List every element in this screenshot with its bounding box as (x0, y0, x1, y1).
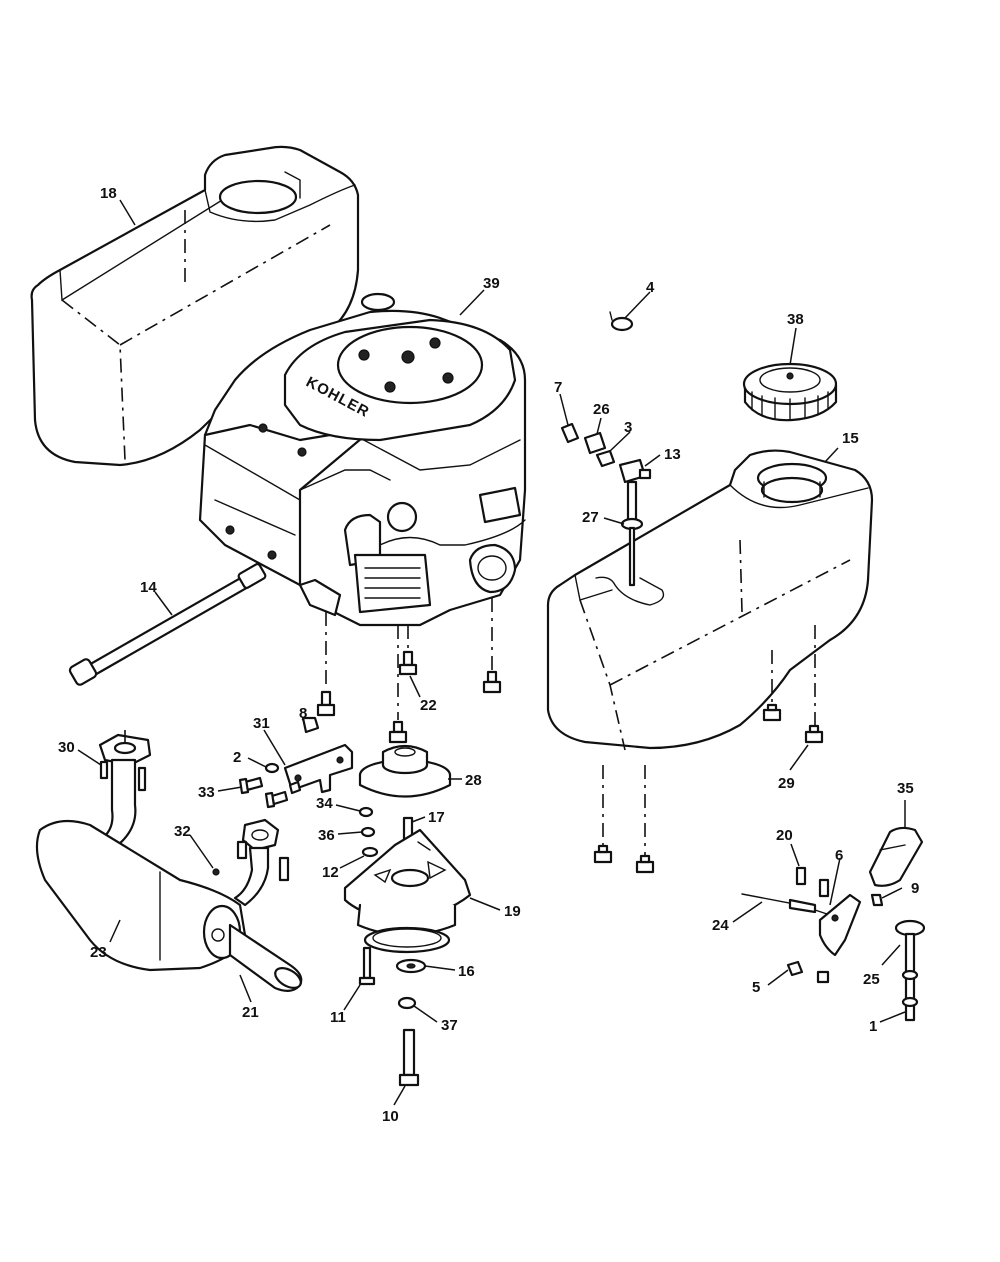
bolt (238, 776, 264, 795)
callout-5: 5 (752, 979, 760, 996)
callout-10: 10 (382, 1108, 399, 1125)
callout-2: 2 (233, 749, 241, 766)
fuel-tank-right (546, 449, 874, 751)
mounting-bracket (283, 743, 354, 794)
fuel-tank-left (30, 145, 360, 467)
callout-17: 17 (428, 809, 445, 826)
screw (818, 878, 830, 898)
callout-1: 1 (869, 1018, 877, 1035)
engine-bolt (398, 650, 418, 676)
callout-31: 31 (253, 715, 270, 732)
washer (361, 846, 379, 858)
nut (301, 716, 320, 734)
fuel-hose (68, 563, 267, 686)
callout-35: 35 (897, 780, 914, 797)
leader-lines (77, 199, 906, 1106)
callout-12: 12 (322, 864, 339, 881)
control-bracket (818, 893, 862, 957)
washer (360, 826, 376, 838)
callout-39: 39 (483, 275, 500, 292)
callout-37: 37 (441, 1017, 458, 1034)
callout-20: 20 (776, 827, 793, 844)
pulley (358, 744, 452, 798)
callout-18: 18 (100, 185, 117, 202)
exhaust-elbow (212, 818, 290, 907)
callout-27: 27 (582, 509, 599, 526)
callout-23: 23 (90, 944, 107, 961)
engine-assembly: KOHLER (198, 292, 527, 627)
callout-24: 24 (712, 917, 729, 934)
callout-22: 22 (420, 697, 437, 714)
tank-bolt (635, 854, 655, 874)
washer (395, 958, 427, 974)
throttle-knob (868, 826, 924, 887)
callout-14: 14 (140, 579, 157, 596)
callout-28: 28 (465, 772, 482, 789)
engine-bolt (482, 670, 502, 694)
callout-labels: 18 39 4 38 7 26 3 13 15 27 14 22 8 31 30… (58, 185, 919, 1125)
pto-clutch (343, 828, 472, 954)
screw (870, 893, 884, 907)
hose-clamp (609, 311, 634, 332)
muffler (35, 819, 303, 992)
callout-7: 7 (554, 379, 562, 396)
callout-13: 13 (664, 446, 681, 463)
washer (358, 806, 374, 818)
callout-4: 4 (646, 279, 655, 296)
pivot-shaft (894, 919, 926, 1022)
callout-6: 6 (835, 847, 843, 864)
callout-38: 38 (787, 311, 804, 328)
callout-29: 29 (778, 775, 795, 792)
tank-bolt (593, 844, 613, 864)
tank-bolt (804, 724, 824, 744)
exhaust-pipe (98, 730, 152, 847)
callout-9: 9 (911, 880, 919, 897)
callout-15: 15 (842, 430, 859, 447)
bolt (358, 946, 376, 986)
tank-bolt (762, 703, 782, 722)
callout-30: 30 (58, 739, 75, 756)
callout-33: 33 (198, 784, 215, 801)
bolt (264, 790, 289, 809)
callout-11: 11 (330, 1009, 346, 1026)
callout-16: 16 (458, 963, 475, 980)
fuel-cap (742, 362, 838, 422)
callout-21: 21 (242, 1004, 259, 1021)
callout-19: 19 (504, 903, 521, 920)
callout-25: 25 (863, 971, 880, 988)
callout-26: 26 (593, 401, 610, 418)
nut (816, 970, 830, 984)
washer (264, 762, 280, 774)
lock-washer (397, 996, 417, 1010)
callout-36: 36 (318, 827, 335, 844)
fuel-fittings (560, 422, 652, 587)
nut (288, 780, 302, 795)
callout-34: 34 (316, 795, 333, 812)
bolt (398, 1028, 420, 1087)
screw (795, 866, 807, 886)
engine-bolt (388, 720, 408, 744)
callout-32: 32 (174, 823, 191, 840)
callout-8: 8 (299, 705, 307, 722)
callout-3: 3 (624, 419, 632, 436)
control-cable (741, 893, 831, 916)
nut (786, 960, 804, 977)
engine-bolt (316, 690, 336, 717)
